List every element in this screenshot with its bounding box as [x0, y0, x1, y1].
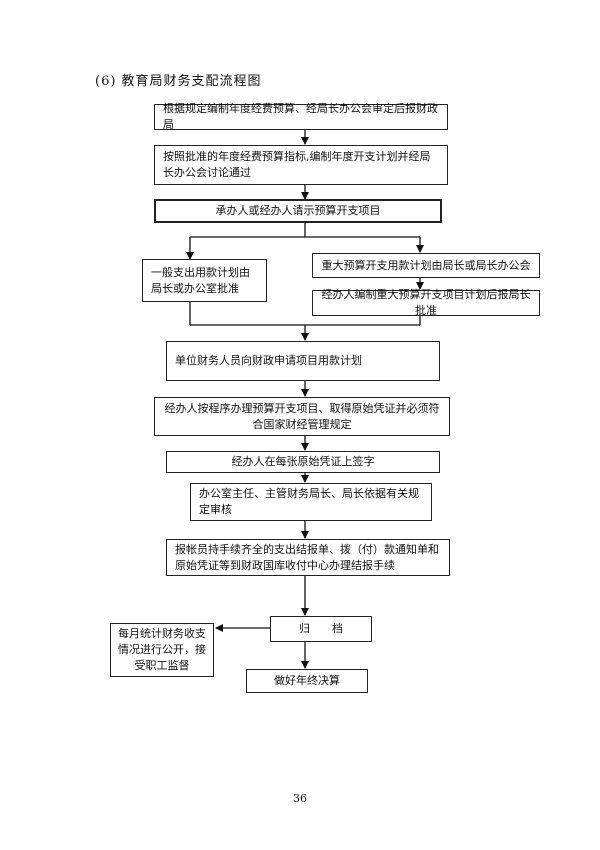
step-archive: 归 档: [270, 616, 372, 642]
page-number: 36: [293, 792, 307, 805]
step-review-text: 办公室主任、主管财务局长、局长依据有关规定审核: [199, 487, 419, 516]
page-title: (6) 教育局财务支配流程图: [95, 74, 262, 89]
step-major-approval: 重大预算开支用款计划由局长或局长办公会: [312, 253, 540, 278]
step-budget-compile: 根据规定编制年度经费预算、经局长办公会审定后报财政局: [154, 102, 448, 131]
step-major-plan-text: 经办人编制重大预算开支项目计划后报局长批准: [321, 288, 531, 317]
step-final-accounts-text: 做好年终决算: [274, 674, 340, 687]
step-monthly-disclosure: 每月统计财务收支情况进行公开，接受职工监督: [110, 623, 214, 677]
step-budget-compile-text: 根据规定编制年度经费预算、经局长办公会审定后报财政局: [163, 102, 438, 131]
step-apply-funds: 单位财务人员向财政申请项目用款计划: [166, 341, 440, 381]
step-apply-funds-text: 单位财务人员向财政申请项目用款计划: [175, 354, 362, 367]
step-major-plan: 经办人编制重大预算开支项目计划后报局长批准: [312, 288, 540, 317]
step-major-approval-text: 重大预算开支用款计划由局长或局长办公会: [321, 258, 531, 272]
step-request-project: 承办人或经办人请示预算开支项目: [154, 199, 442, 223]
step-review: 办公室主任、主管财务局长、局长依据有关规定审核: [190, 483, 432, 521]
step-expense-plan-text: 按照批准的年度经费预算指标,编制年度开支计划并经局长办公会讨论通过: [163, 150, 431, 179]
step-request-project-text: 承办人或经办人请示预算开支项目: [215, 204, 381, 217]
step-handle-project: 经办人按程序办理预算开支项目、取得原始凭证并必须符合国家财经管理规定: [154, 397, 450, 436]
step-monthly-disclosure-text: 每月统计财务收支情况进行公开，接受职工监督: [118, 627, 206, 672]
step-expense-plan: 按照批准的年度经费预算指标,编制年度开支计划并经局长办公会讨论通过: [154, 145, 448, 185]
step-settlement: 报帐员持手续齐全的支出结报单、拨（付）款通知单和原始凭证等到财政国库收付中心办理…: [166, 539, 450, 576]
step-archive-text: 归 档: [299, 622, 343, 635]
step-handle-project-text: 经办人按程序办理预算开支项目、取得原始凭证并必须符合国家财经管理规定: [164, 401, 440, 431]
step-sign-vouchers-text: 经办人在每张原始凭证上签字: [231, 455, 375, 468]
step-settlement-text: 报帐员持手续齐全的支出结报单、拨（付）款通知单和原始凭证等到财政国库收付中心办理…: [175, 542, 439, 572]
step-general-approval-text: 一般支出用款计划由局长或办公室批准: [151, 265, 250, 295]
step-general-approval: 一般支出用款计划由局长或办公室批准: [142, 259, 267, 302]
step-final-accounts: 做好年终决算: [246, 669, 368, 693]
step-sign-vouchers: 经办人在每张原始凭证上签字: [166, 451, 440, 473]
